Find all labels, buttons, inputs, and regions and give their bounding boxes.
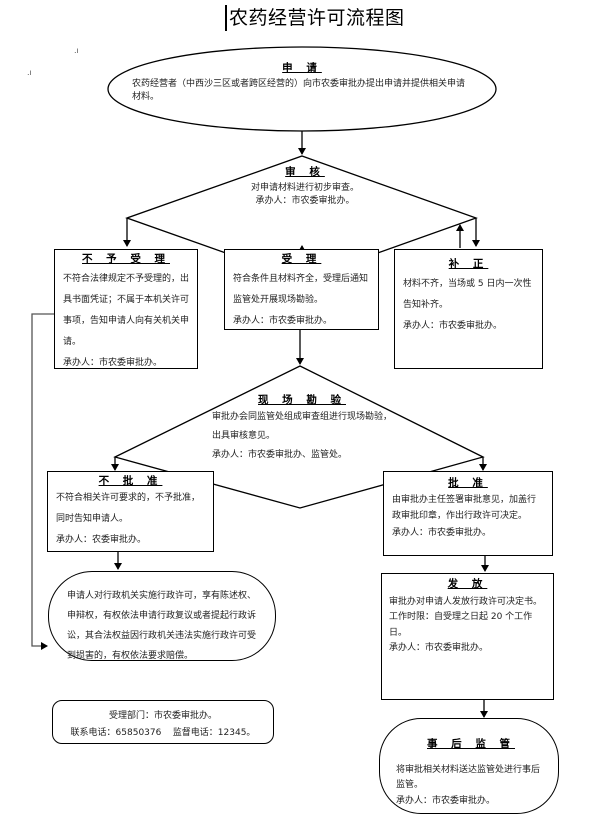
node-review-heading: 审 核 <box>285 166 325 178</box>
node-deny: 不 批 准 不符合相关许可要求的，不予批准，同时告知申请人。 承办人：农委审批办… <box>47 471 214 552</box>
node-approve-handler: 承办人：市农委审批办。 <box>392 528 492 538</box>
node-deny-text: 不符合相关许可要求的，不予批准，同时告知申请人。 <box>56 493 201 524</box>
node-issue-handler: 承办人：市农委审批办。 <box>389 643 489 653</box>
node-inspection: 现 场 勘 验 审批办会同监管处组成审查组进行现场勘验，出具审核意见。 承办人：… <box>212 392 392 465</box>
node-approve-text: 由审批办主任签署审批意见，加盖行政审批印章，作出行政许可决定。 <box>392 495 537 521</box>
node-supervision-handler: 承办人：市农委审批办。 <box>396 795 496 806</box>
node-apply: 申 请 农药经营者（中西沙三区或者跨区经营的）向市农委审批办提出申请并提供相关申… <box>132 62 472 104</box>
node-supplement-text: 材料不齐，当场或 5 日内一次性告知补齐。 <box>403 279 532 310</box>
node-supervision-heading: 事 后 监 管 <box>427 738 515 750</box>
contact-phones: 联系电话：65850376 监督电话：12345。 <box>70 728 256 738</box>
node-accept-handler: 承办人：市农委审批办。 <box>233 316 333 326</box>
node-reject-accept-text: 不符合法律规定不予受理的，出具书面凭证；不属于本机关许可事项，告知申请人向有关机… <box>63 274 190 347</box>
node-apply-heading: 申 请 <box>282 62 322 74</box>
node-issue-text: 审批办对申请人发放行政许可决定书。 <box>389 596 543 607</box>
node-deny-heading: 不 批 准 <box>98 475 163 487</box>
node-review-handler: 承办人：市农委审批办。 <box>255 196 355 206</box>
arrow-reject-to-rights <box>31 313 54 650</box>
node-apply-text: 农药经营者（中西沙三区或者跨区经营的）向市农委审批办提出申请并提供相关申请材料。 <box>132 79 466 102</box>
node-supplement: 补 正 材料不齐，当场或 5 日内一次性告知补齐。 承办人：市农委审批办。 <box>394 249 543 369</box>
node-deny-handler: 承办人：农委审批办。 <box>56 535 147 545</box>
node-issue: 发 放 审批办对申请人发放行政许可决定书。 工作时限：自受理之日起 20 个工作… <box>381 573 554 700</box>
node-rights: 申请人对行政机关实施行政许可，享有陈述权、申辩权，有权依法申请行政复议或者提起行… <box>48 571 276 661</box>
contact-info-box: 受理部门：市农委审批办。 联系电话：65850376 监督电话：12345。 <box>52 700 274 744</box>
node-supplement-handler: 承办人：市农委审批办。 <box>403 321 503 331</box>
node-approve-heading: 批 准 <box>448 477 488 489</box>
node-reject-accept-handler: 承办人：市农委审批办。 <box>63 358 163 368</box>
node-supplement-heading: 补 正 <box>448 258 489 270</box>
node-accept-heading: 受 理 <box>281 253 322 265</box>
node-review-text: 对申请材料进行初步审查。 <box>250 183 359 193</box>
node-accept-text: 符合条件且材料齐全，受理后通知监管处开展现场勘验。 <box>233 274 369 305</box>
paragraph-mark: .ı <box>27 68 32 77</box>
node-supervision: 事 后 监 管 将审批相关材料送达监管处进行事后监管。 承办人：市农委审批办。 <box>379 718 559 814</box>
node-issue-heading: 发 放 <box>447 578 488 590</box>
paragraph-mark: .ı <box>74 46 79 55</box>
node-inspection-text: 审批办会同监管处组成审查组进行现场勘验，出具审核意见。 <box>212 412 393 441</box>
node-accept: 受 理 符合条件且材料齐全，受理后通知监管处开展现场勘验。 承办人：市农委审批办… <box>224 249 379 330</box>
node-review: 审 核 对申请材料进行初步审查。 承办人：市农委审批办。 <box>215 166 395 208</box>
node-issue-timelimit: 工作时限：自受理之日起 20 个工作日。 <box>389 612 533 638</box>
node-reject-accept-heading: 不 予 受 理 <box>82 253 170 265</box>
page-title: 农药经营许可流程图 <box>225 5 405 31</box>
node-supervision-text: 将审批相关材料送达监管处进行事后监管。 <box>396 764 541 791</box>
node-reject-accept: 不 予 受 理 不符合法律规定不予受理的，出具书面凭证；不属于本机关许可事项，告… <box>54 249 198 369</box>
node-inspection-handler: 承办人：市农委审批办、监管处。 <box>212 450 348 460</box>
node-inspection-heading: 现 场 勘 验 <box>258 394 346 406</box>
node-rights-text: 申请人对行政机关实施行政许可，享有陈述权、申辩权，有权依法申请行政复议或者提起行… <box>67 591 257 661</box>
contact-department: 受理部门：市农委审批办。 <box>108 711 217 721</box>
node-approve: 批 准 由审批办主任签署审批意见，加盖行政审批印章，作出行政许可决定。 承办人：… <box>383 471 553 556</box>
